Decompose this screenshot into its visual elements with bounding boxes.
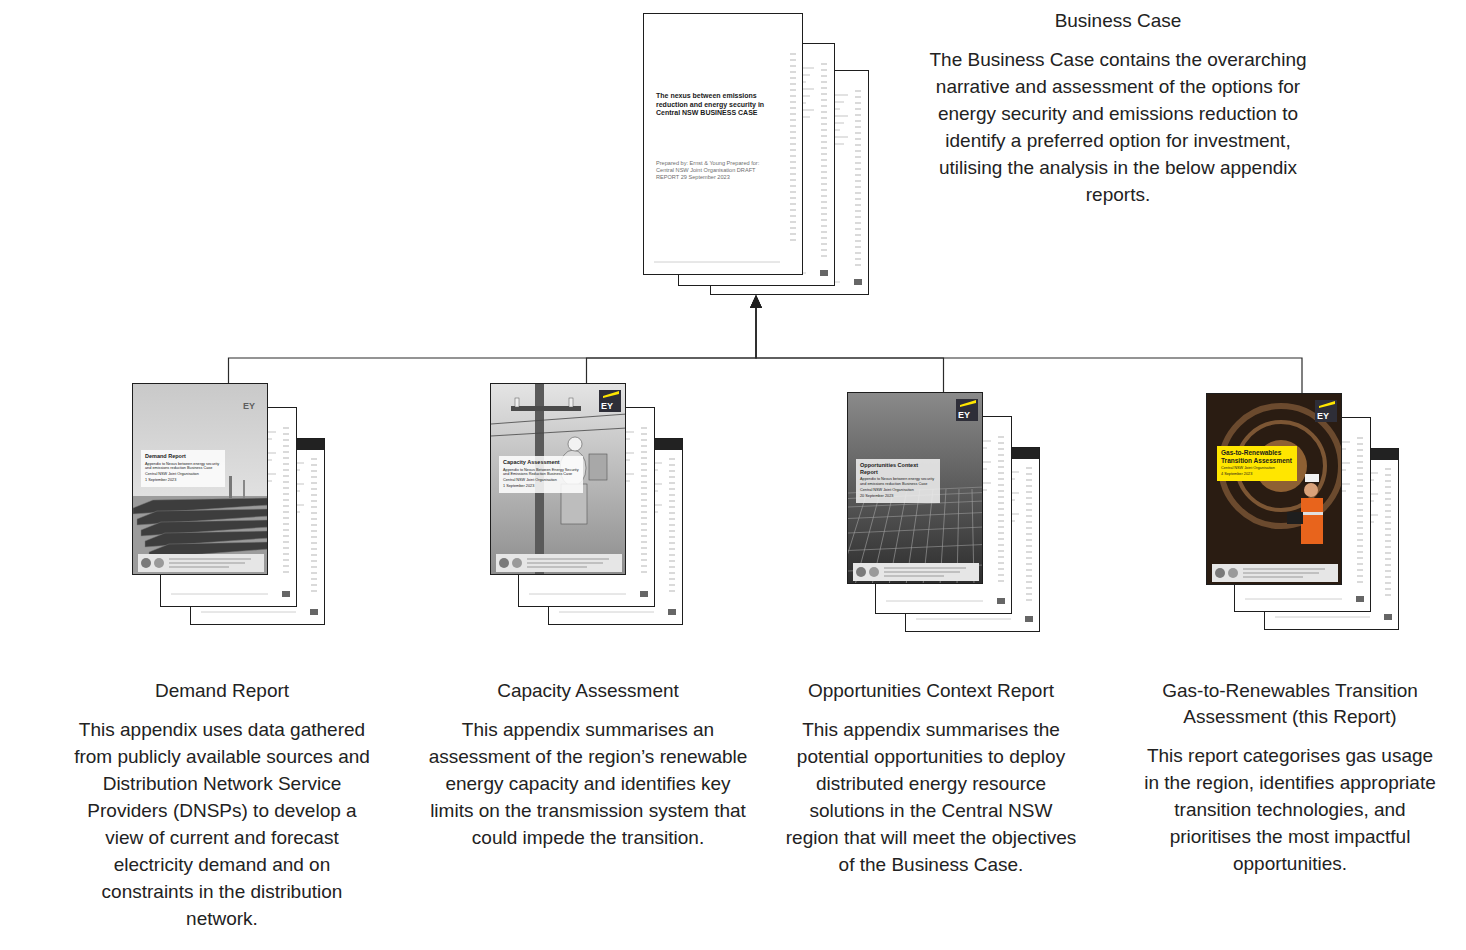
caption-body: This report categorises gas usage in the… [1140, 742, 1440, 877]
page-artwork [1207, 394, 1342, 585]
arrowhead [750, 295, 762, 308]
cover-date: 4 September 2023 [1221, 472, 1293, 477]
connector [587, 295, 763, 383]
ey-logo: EY [599, 390, 621, 412]
caption: Capacity AssessmentThis appendix summari… [423, 678, 753, 851]
document-stack-appendix: Opportunities Context ReportAppendix to … [847, 392, 1040, 632]
caption: Business CaseThe Business Case contains … [920, 8, 1316, 208]
logo-text: EY [1317, 411, 1329, 421]
caption-heading: Gas-to-Renewables Transition Assessment … [1140, 678, 1440, 730]
caption-body: This appendix summarises an assessment o… [423, 716, 753, 851]
cover-date: 1 September 2023 [145, 478, 221, 483]
document-stack-appendix: Gas-to-Renewables Transition AssessmentC… [1206, 393, 1398, 630]
arrowhead [750, 295, 762, 308]
caption-heading: Opportunities Context Report [781, 678, 1081, 704]
caption-heading: Demand Report [72, 678, 372, 704]
logo-text: EY [958, 410, 970, 420]
cover-details: Prepared by: Ernst & Young Prepared for:… [656, 160, 776, 181]
connector-line [229, 305, 757, 383]
logo-text: EY [601, 401, 613, 411]
caption-body: This appendix summarises the potential o… [781, 716, 1081, 878]
cover-title-box: Gas-to-Renewables Transition AssessmentC… [1217, 446, 1297, 481]
cover-organisation: Central NSW Joint Organisation [860, 488, 936, 493]
connector [750, 295, 944, 392]
page-artwork [644, 14, 803, 275]
cover-page: Opportunities Context ReportAppendix to … [847, 392, 983, 584]
ey-logo: EY [1315, 400, 1337, 422]
cover-title-box: Capacity AssessmentAppendix to Nexus Bet… [499, 456, 583, 493]
connector-line [756, 305, 1302, 393]
ey-logo: EY [956, 399, 978, 421]
cover-subtitle: Appendix to Nexus between energy securit… [145, 462, 221, 471]
cover-organisation: Central NSW Joint Organisation [503, 478, 579, 483]
cover-organisation: Central NSW Joint Organisation [145, 472, 221, 477]
cover-date: 20 September 2023 [860, 494, 936, 499]
cover-page: Demand ReportAppendix to Nexus between e… [132, 383, 268, 575]
cover-page: Gas-to-Renewables Transition AssessmentC… [1206, 393, 1342, 585]
cover-title: Gas-to-Renewables Transition Assessment [1221, 449, 1293, 464]
cover-title: Capacity Assessment [503, 459, 579, 466]
cover-page: The nexus between emissions reduction an… [643, 13, 803, 275]
connector-line [587, 305, 757, 383]
cover-title: The nexus between emissions reduction an… [656, 92, 790, 118]
caption: Opportunities Context ReportThis appendi… [781, 678, 1081, 878]
cover-title: Opportunities Context Report [860, 462, 936, 475]
caption-heading: Business Case [920, 8, 1316, 34]
cover-page: Capacity AssessmentAppendix to Nexus Bet… [490, 383, 626, 575]
logo-text: EY [243, 401, 255, 411]
caption: Gas-to-Renewables Transition Assessment … [1140, 678, 1440, 877]
document-stack-main: The nexus between emissions reduction an… [643, 13, 869, 295]
arrowhead [750, 295, 762, 308]
ey-logo: EY [241, 390, 263, 412]
cover-organisation: Central NSW Joint Organisation [1221, 466, 1293, 471]
document-stack-appendix: Demand ReportAppendix to Nexus between e… [132, 383, 325, 625]
connector [229, 295, 763, 383]
connector-line [756, 305, 944, 392]
cover-title-box: Demand ReportAppendix to Nexus between e… [141, 450, 225, 487]
caption: Demand ReportThis appendix uses data gat… [72, 678, 372, 932]
arrowhead [750, 295, 762, 308]
caption-body: The Business Case contains the overarchi… [920, 46, 1316, 208]
cover-title-box: Opportunities Context ReportAppendix to … [856, 459, 940, 503]
connector [750, 295, 1302, 393]
document-stack-appendix: Capacity AssessmentAppendix to Nexus Bet… [490, 383, 683, 625]
cover-subtitle: Appendix to Nexus between energy securit… [860, 477, 936, 486]
caption-heading: Capacity Assessment [423, 678, 753, 704]
cover-date: 1 September 2023 [503, 484, 579, 489]
cover-title: Demand Report [145, 453, 221, 460]
caption-body: This appendix uses data gathered from pu… [72, 716, 372, 932]
cover-subtitle: Appendix to Nexus Between Energy Securit… [503, 468, 579, 477]
